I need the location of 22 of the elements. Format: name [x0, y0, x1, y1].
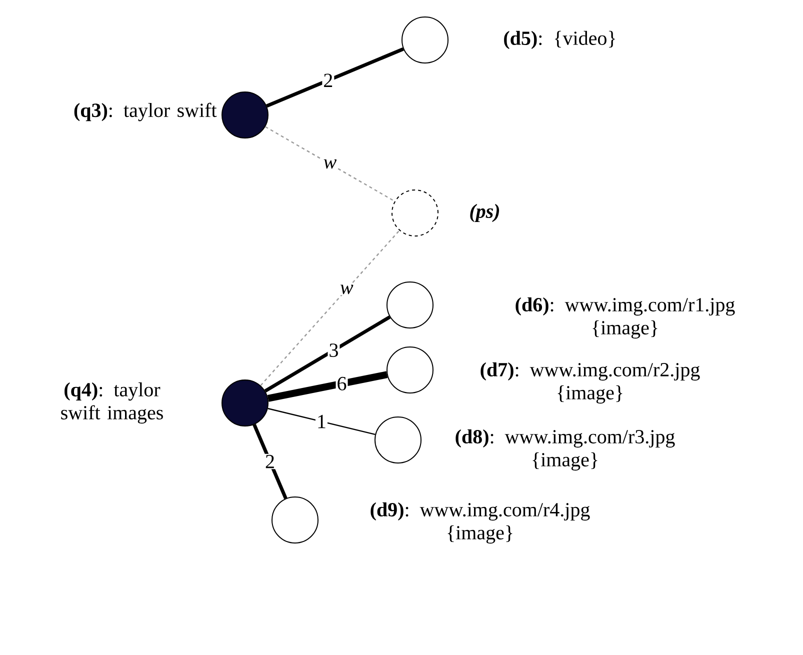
node-label: (ps)	[470, 204, 500, 222]
connector-line	[265, 126, 395, 202]
node-label: (d6): www.img.com/r1.jpg {image}	[516, 297, 735, 339]
connector-line	[268, 408, 376, 436]
connector-line	[252, 424, 288, 500]
edge-label: w	[338, 284, 354, 296]
edge-label: 2	[264, 454, 276, 470]
connector-line	[260, 230, 400, 386]
edge-label: 1	[316, 414, 328, 430]
node-label: (d5): {video}	[504, 30, 615, 50]
edge-label: 6	[336, 376, 348, 392]
connector-line	[267, 371, 388, 402]
node-label: (q3): taylor swift	[74, 102, 217, 122]
edge-label: 2	[322, 72, 334, 88]
node-label: (d7): www.img.com/r2.jpg {image}	[480, 362, 700, 404]
connector-line	[266, 47, 404, 108]
node-label: (q4): taylor swift images	[61, 382, 163, 424]
node-label: (d9): www.img.com/r4.jpg {image}	[370, 502, 590, 544]
connector-line	[264, 316, 391, 392]
edge-label: 3	[328, 342, 340, 358]
node-label: (d8): www.img.com/r3.jpg {image}	[456, 429, 675, 471]
edge-label: w	[322, 158, 338, 170]
